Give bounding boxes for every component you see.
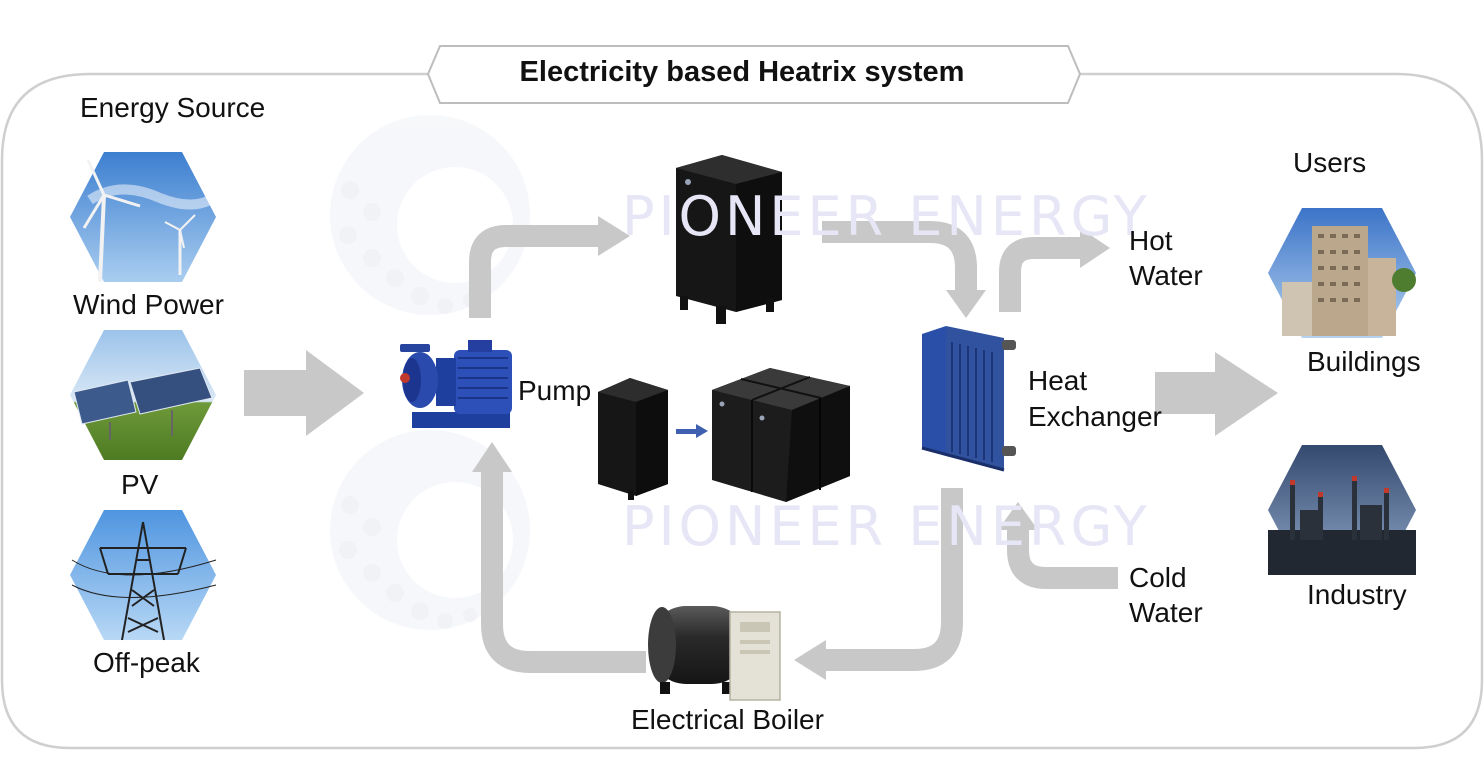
arrowhead-heater (598, 216, 630, 256)
arrowhead-pump-bottom (472, 442, 512, 472)
heater-cabinet-image (676, 155, 782, 324)
heat-exchanger-label-line1: Heat (1028, 365, 1088, 396)
arrow-exchanger-to-hot-water (999, 237, 1082, 312)
arrow-exchanger-to-boiler (824, 488, 963, 671)
thermal-storage-image (712, 368, 850, 502)
hot-water-label-line2: Water (1129, 260, 1203, 291)
hot-water-label-line1: Hot (1129, 225, 1173, 256)
arrow-exchanger-to-users (1155, 352, 1278, 436)
arrow-sources-to-pump (244, 350, 364, 436)
arrowhead-boiler (794, 640, 826, 680)
arrowhead-exchanger-top (946, 290, 986, 318)
cold-water-label-line2: Water (1129, 597, 1203, 628)
industry-image (1268, 445, 1416, 575)
buildings-label: Buildings (1307, 346, 1421, 377)
pump-image (400, 340, 512, 428)
off-peak-image (70, 510, 217, 641)
heat-exchanger-image (921, 326, 1016, 472)
pump-label: Pump (518, 375, 592, 406)
arrowhead-cold-exchanger (998, 502, 1038, 530)
arrow-boiler-to-pump (481, 470, 646, 673)
industry-label: Industry (1307, 579, 1407, 610)
electrical-boiler-image (648, 606, 781, 701)
watermark-logo-top (330, 115, 530, 315)
heat-exchanger-label-line2: Exchanger (1028, 401, 1162, 432)
watermark-text-top: PIONEER ENERGY (622, 185, 1151, 248)
arrowhead-hot-water (1080, 228, 1110, 268)
arrow-heater-to-exchanger (822, 221, 977, 292)
pv-label: PV (121, 469, 159, 500)
arrow-pump-to-heater (469, 225, 600, 318)
watermark-text-bottom: PIONEER ENERGY (622, 495, 1151, 558)
small-heater-image (598, 378, 668, 500)
cold-water-label-line1: Cold (1129, 562, 1187, 593)
wind-power-label: Wind Power (73, 289, 224, 320)
title-banner (426, 45, 1082, 104)
wind-power-image (70, 152, 216, 283)
energy-source-heading: Energy Source (80, 92, 266, 123)
pv-image (70, 330, 216, 460)
arrow-cold-water-to-exchanger (1007, 530, 1118, 589)
diagram-title: Electricity based Heatrix system (519, 56, 965, 88)
off-peak-label: Off-peak (93, 647, 200, 678)
buildings-image (1268, 208, 1416, 338)
users-heading: Users (1293, 147, 1367, 178)
system-frame (0, 72, 1484, 750)
arrow-heater-to-storage (676, 424, 708, 438)
electrical-boiler-label: Electrical Boiler (631, 704, 824, 735)
